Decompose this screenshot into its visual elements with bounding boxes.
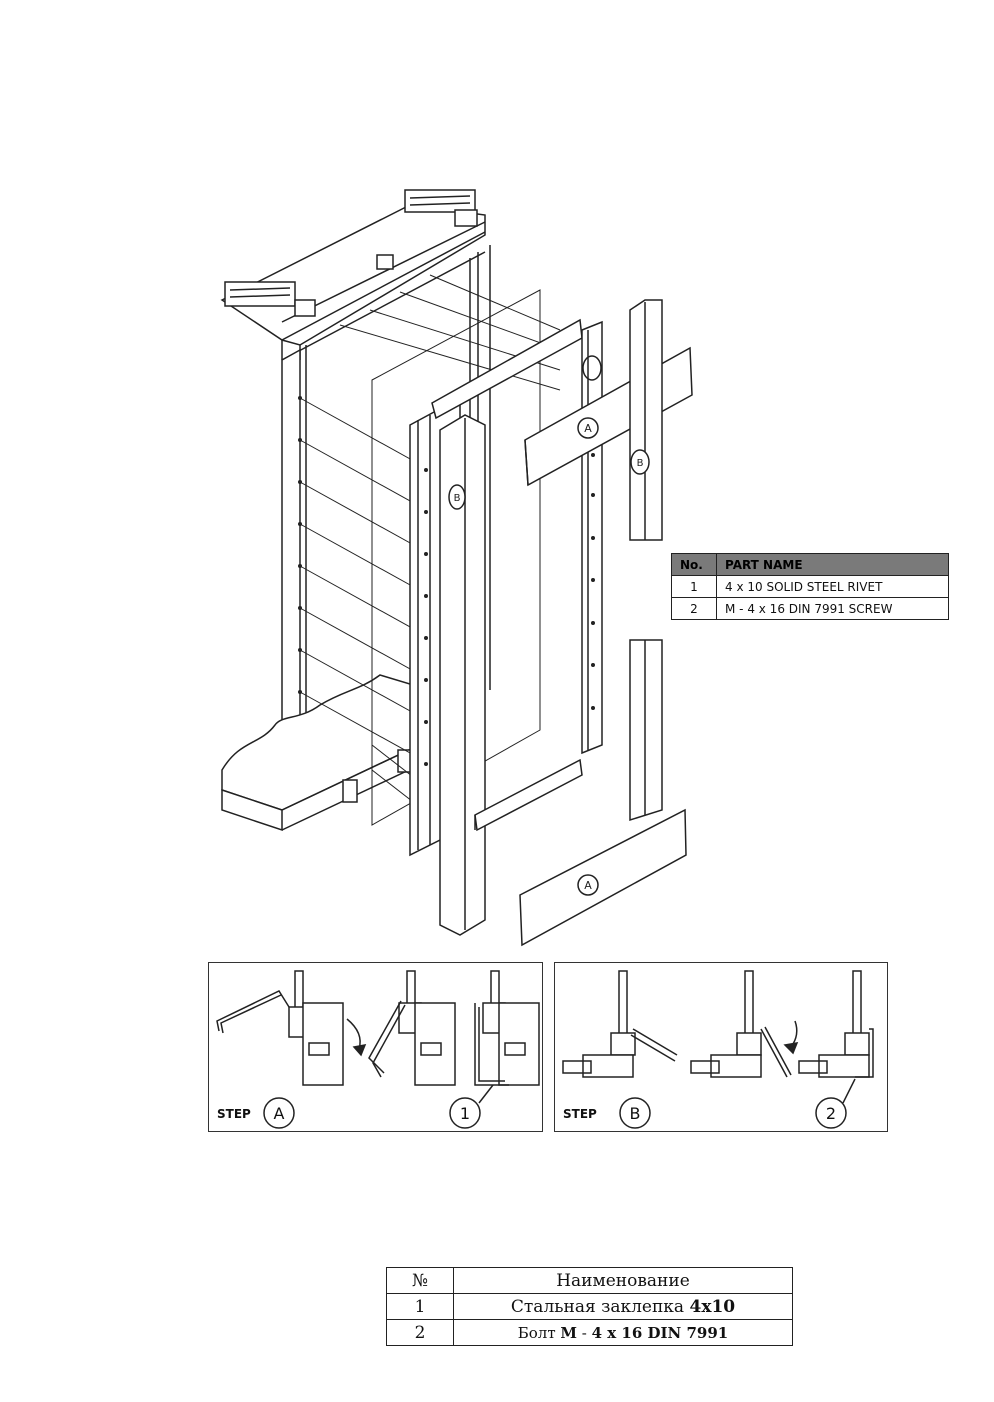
row-name: Стальная заклепка 4x10 <box>453 1293 793 1320</box>
step-b-callout: 2 <box>826 1104 836 1123</box>
vertical-channel <box>629 299 663 822</box>
step-a-illustration: STEP A 1 <box>216 970 540 1129</box>
step-b-illustration: STEP B 2 <box>562 970 874 1129</box>
table-header-row: No. PART NAME <box>671 553 949 576</box>
header-no: № <box>386 1267 454 1294</box>
shelf-wires <box>299 274 561 816</box>
angled-panel-top <box>524 346 693 487</box>
callout-channel-b: B <box>637 458 644 469</box>
parts-table-english: No. PART NAME 1 4 x 10 SOLID STEEL RIVET… <box>671 553 949 620</box>
top-strip <box>431 318 583 420</box>
angled-panel-bottom <box>519 808 687 947</box>
front-post <box>439 414 486 936</box>
bottom-base <box>221 674 431 832</box>
row-number: 2 <box>386 1319 454 1346</box>
glass-panel <box>371 289 541 826</box>
exploded-assembly-drawing: A A B B <box>220 189 693 947</box>
row-number: 1 <box>671 575 717 598</box>
step-a-word: STEP <box>217 1107 251 1121</box>
top-header-beam <box>220 189 486 361</box>
step-b-panel: STEP B 2 <box>554 962 888 1132</box>
step-a-letter: A <box>274 1104 285 1123</box>
step-a-callout: 1 <box>460 1104 470 1123</box>
row-name-dash: - <box>577 1323 592 1342</box>
row-part-name: 4 x 10 SOLID STEEL RIVET <box>716 575 949 598</box>
row-name-prefix: M <box>560 1323 577 1342</box>
fastener-dots <box>298 396 595 766</box>
header-part-name: PART NAME <box>716 553 949 576</box>
row-name-spec: 4 x 16 DIN 7991 <box>591 1323 729 1342</box>
step-b-letter: B <box>630 1104 641 1123</box>
row-name-size: 4x10 <box>689 1296 736 1317</box>
table-row: 2 Болт M - 4 x 16 DIN 7991 <box>386 1319 793 1346</box>
table-row: 1 4 x 10 SOLID STEEL RIVET <box>671 575 949 598</box>
row-name-text: Стальная заклепка <box>510 1296 690 1317</box>
row-name: Болт M - 4 x 16 DIN 7991 <box>453 1319 793 1346</box>
step-a-panel: STEP A 1 <box>208 962 543 1132</box>
callout-panel-a-top: A <box>584 422 592 435</box>
table-row: 1 Стальная заклепка 4x10 <box>386 1293 793 1320</box>
row-number: 1 <box>386 1293 454 1320</box>
header-no: No. <box>671 553 717 576</box>
callout-panel-a-bottom: A <box>584 879 592 892</box>
table-row: 2 M - 4 x 16 DIN 7991 SCREW <box>671 597 949 620</box>
header-name: Наименование <box>453 1267 793 1294</box>
callout-post-b: B <box>454 493 461 504</box>
right-frame <box>474 320 603 832</box>
row-part-name: M - 4 x 16 DIN 7991 SCREW <box>716 597 949 620</box>
table-header-row: № Наименование <box>386 1267 793 1294</box>
parts-table-russian: № Наименование 1 Стальная заклепка 4x10 … <box>386 1267 793 1346</box>
row-number: 2 <box>671 597 717 620</box>
step-b-word: STEP <box>563 1107 597 1121</box>
row-name-text: Болт <box>517 1323 561 1342</box>
